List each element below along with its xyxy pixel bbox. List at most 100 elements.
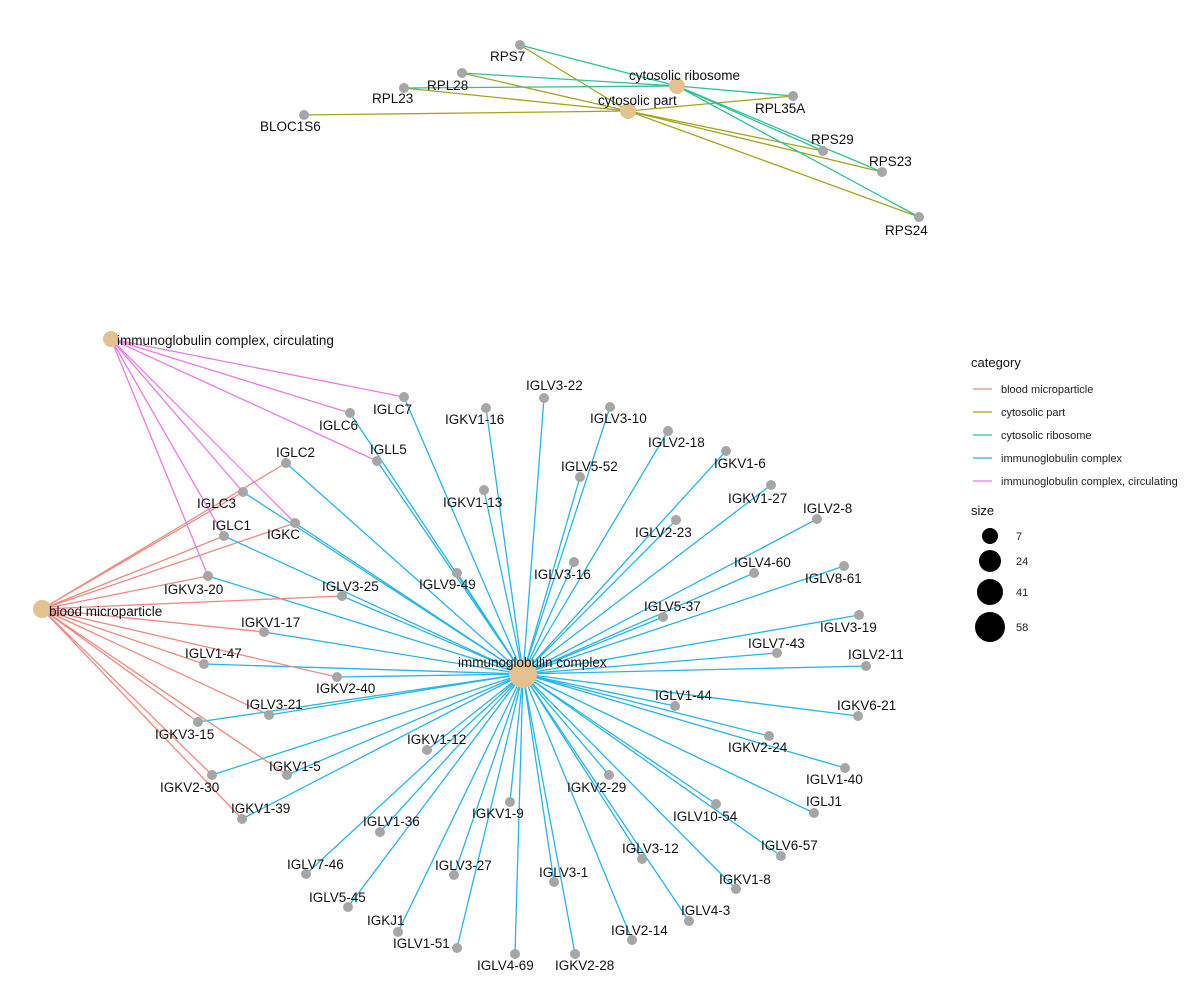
gene-node-rpl35a bbox=[788, 91, 798, 101]
edge-immunoglobulin-complex-iglj1 bbox=[522, 673, 815, 814]
edge-cytosolic-ribosome-rpl28 bbox=[461, 72, 678, 87]
gene-label-igkv1-9: IGKV1-9 bbox=[472, 806, 524, 821]
gene-label-iglv9-49: IGLV9-49 bbox=[419, 577, 476, 592]
edge-immunoglobulin-complex-iglv1-40 bbox=[522, 673, 846, 769]
edge-cytosolic-ribosome-rps24 bbox=[676, 85, 920, 218]
gene-node-iglv10-54 bbox=[711, 799, 721, 809]
gene-label-iglv3-19: IGLV3-19 bbox=[820, 620, 877, 635]
gene-node-igkv2-29 bbox=[604, 770, 614, 780]
gene-node-iglv3-16 bbox=[569, 557, 579, 567]
edge-immunoglobulin-complex-iglv4-3 bbox=[522, 673, 690, 922]
gene-node-bloc1s6 bbox=[299, 110, 309, 120]
gene-label-igkv1-6: IGKV1-6 bbox=[714, 456, 766, 471]
gene-label-iglv2-23: IGLV2-23 bbox=[635, 525, 692, 540]
gene-node-iglv2-8 bbox=[812, 514, 822, 524]
gene-label-igkv6-21: IGKV6-21 bbox=[837, 698, 896, 713]
edge-immunoglobulin-complex-igkv2-40 bbox=[336, 673, 524, 678]
edge-immunoglobulin-complex-circulating-igkv3-20 bbox=[110, 338, 209, 577]
gene-node-igkv1-12 bbox=[422, 745, 432, 755]
gene-label-iglv4-69: IGLV4-69 bbox=[477, 958, 534, 973]
edge-cytosolic-ribosome-rps23 bbox=[676, 85, 883, 173]
gene-node-rps29 bbox=[818, 146, 828, 156]
edge-immunoglobulin-complex-iglv3-1 bbox=[522, 673, 555, 883]
edge-blood-microparticle-igkv1-17 bbox=[41, 608, 265, 633]
edge-blood-microparticle-iglc1 bbox=[41, 535, 225, 610]
gene-node-iglc2 bbox=[281, 458, 291, 468]
gene-label-iglv1-36: IGLV1-36 bbox=[363, 814, 420, 829]
edge-cytosolic-part-bloc1s6 bbox=[303, 110, 629, 116]
edge-immunoglobulin-complex-iglv2-11 bbox=[522, 665, 867, 675]
edge-immunoglobulin-complex-iglv2-8 bbox=[522, 518, 818, 675]
edge-immunoglobulin-complex-iglv3-19 bbox=[522, 614, 860, 675]
legend-category-title: category bbox=[971, 355, 1021, 370]
edge-immunoglobulin-complex-circulating-iglc1 bbox=[110, 338, 225, 537]
edge-immunoglobulin-complex-iglv5-52 bbox=[522, 476, 581, 675]
gene-node-iglv3-1 bbox=[549, 877, 559, 887]
edge-cytosolic-ribosome-rpl23 bbox=[403, 85, 678, 89]
gene-label-iglv1-40: IGLV1-40 bbox=[806, 772, 863, 787]
gene-node-iglv5-52 bbox=[575, 472, 585, 482]
gene-node-iglv3-12 bbox=[637, 854, 647, 864]
network-nodes bbox=[33, 40, 924, 959]
gene-node-iglv6-57 bbox=[776, 851, 786, 861]
edge-cytosolic-ribosome-rps7 bbox=[519, 44, 678, 87]
edge-immunoglobulin-complex-iglc2 bbox=[285, 462, 524, 675]
edge-immunoglobulin-complex-iglv5-37 bbox=[522, 616, 664, 675]
edge-immunoglobulin-complex-igkv1-17 bbox=[263, 631, 524, 675]
legend-label-blood-microparticle: blood microparticle bbox=[1001, 384, 1093, 396]
edge-immunoglobulin-complex-igkc bbox=[294, 522, 524, 675]
gene-node-rps23 bbox=[877, 167, 887, 177]
gene-node-igkv1-17 bbox=[259, 627, 269, 637]
edge-immunoglobulin-complex-igll5 bbox=[376, 460, 524, 675]
gene-label-bloc1s6: BLOC1S6 bbox=[260, 119, 321, 134]
category-label-cytosolic-ribosome: cytosolic ribosome bbox=[629, 68, 740, 83]
gene-label-igkv1-12: IGKV1-12 bbox=[407, 732, 466, 747]
legend-size-label-24: 24 bbox=[1016, 556, 1028, 568]
category-node-immunoglobulin-complex bbox=[509, 660, 537, 688]
gene-node-iglv4-69 bbox=[510, 949, 520, 959]
gene-node-iglv9-49 bbox=[452, 568, 462, 578]
edge-immunoglobulin-complex-iglv7-43 bbox=[522, 652, 778, 675]
gene-label-iglv1-51: IGLV1-51 bbox=[393, 936, 450, 951]
legend-size-dot-58 bbox=[975, 612, 1005, 642]
edge-cytosolic-part-rps24 bbox=[627, 110, 920, 218]
gene-node-igkv6-21 bbox=[853, 711, 863, 721]
gene-label-igkv1-5: IGKV1-5 bbox=[269, 759, 321, 774]
edge-blood-microparticle-iglv1-47 bbox=[41, 608, 205, 665]
gene-label-iglv2-11: IGLV2-11 bbox=[848, 647, 904, 662]
edge-immunoglobulin-complex-circulating-iglc7 bbox=[110, 338, 405, 398]
legend-label-immunoglobulin-complex-circulating: immunoglobulin complex, circulating bbox=[1001, 476, 1178, 488]
edge-immunoglobulin-complex-igkv2-28 bbox=[522, 673, 576, 955]
edge-immunoglobulin-complex-igkv3-15 bbox=[197, 673, 524, 723]
gene-label-iglv2-18: IGLV2-18 bbox=[648, 435, 705, 450]
edge-immunoglobulin-complex-circulating-iglc3 bbox=[110, 338, 244, 493]
gene-node-igkv1-5 bbox=[282, 770, 292, 780]
edge-immunoglobulin-complex-iglv3-27 bbox=[453, 673, 524, 876]
gene-node-igkv2-40 bbox=[332, 672, 342, 682]
gene-label-igkv1-8: IGKV1-8 bbox=[719, 872, 771, 887]
gene-node-rpl28 bbox=[457, 68, 467, 78]
legend-label-cytosolic-ribosome: cytosolic ribosome bbox=[1001, 430, 1091, 442]
gene-node-igkv2-24 bbox=[764, 731, 774, 741]
legend-label-immunoglobulin-complex: immunoglobulin complex bbox=[1001, 453, 1123, 465]
gene-node-iglv1-47 bbox=[199, 659, 209, 669]
edge-blood-microparticle-iglv3-25 bbox=[41, 595, 343, 610]
edge-immunoglobulin-complex-iglv3-12 bbox=[522, 673, 643, 860]
edge-immunoglobulin-complex-iglv3-16 bbox=[522, 561, 575, 675]
gene-node-iglc3 bbox=[238, 487, 248, 497]
edge-immunoglobulin-complex-igkv2-29 bbox=[522, 673, 610, 776]
legend-size-dot-24 bbox=[979, 550, 1001, 572]
gene-label-rps23: RPS23 bbox=[869, 154, 912, 169]
edge-immunoglobulin-complex-iglv4-69 bbox=[514, 673, 524, 955]
gene-label-igkv1-17: IGKV1-17 bbox=[241, 615, 300, 630]
category-label-blood-microparticle: blood microparticle bbox=[49, 604, 162, 619]
gene-node-igkv3-15 bbox=[193, 717, 203, 727]
gene-label-rps24: RPS24 bbox=[885, 223, 928, 238]
edge-immunoglobulin-complex-circulating-iglc6 bbox=[110, 338, 351, 414]
gene-node-igkv1-13 bbox=[479, 485, 489, 495]
gene-node-igkv1-27 bbox=[766, 480, 776, 490]
edge-immunoglobulin-complex-igkv1-27 bbox=[522, 484, 772, 675]
gene-node-iglv5-37 bbox=[658, 612, 668, 622]
gene-label-iglv7-43: IGLV7-43 bbox=[748, 636, 805, 651]
